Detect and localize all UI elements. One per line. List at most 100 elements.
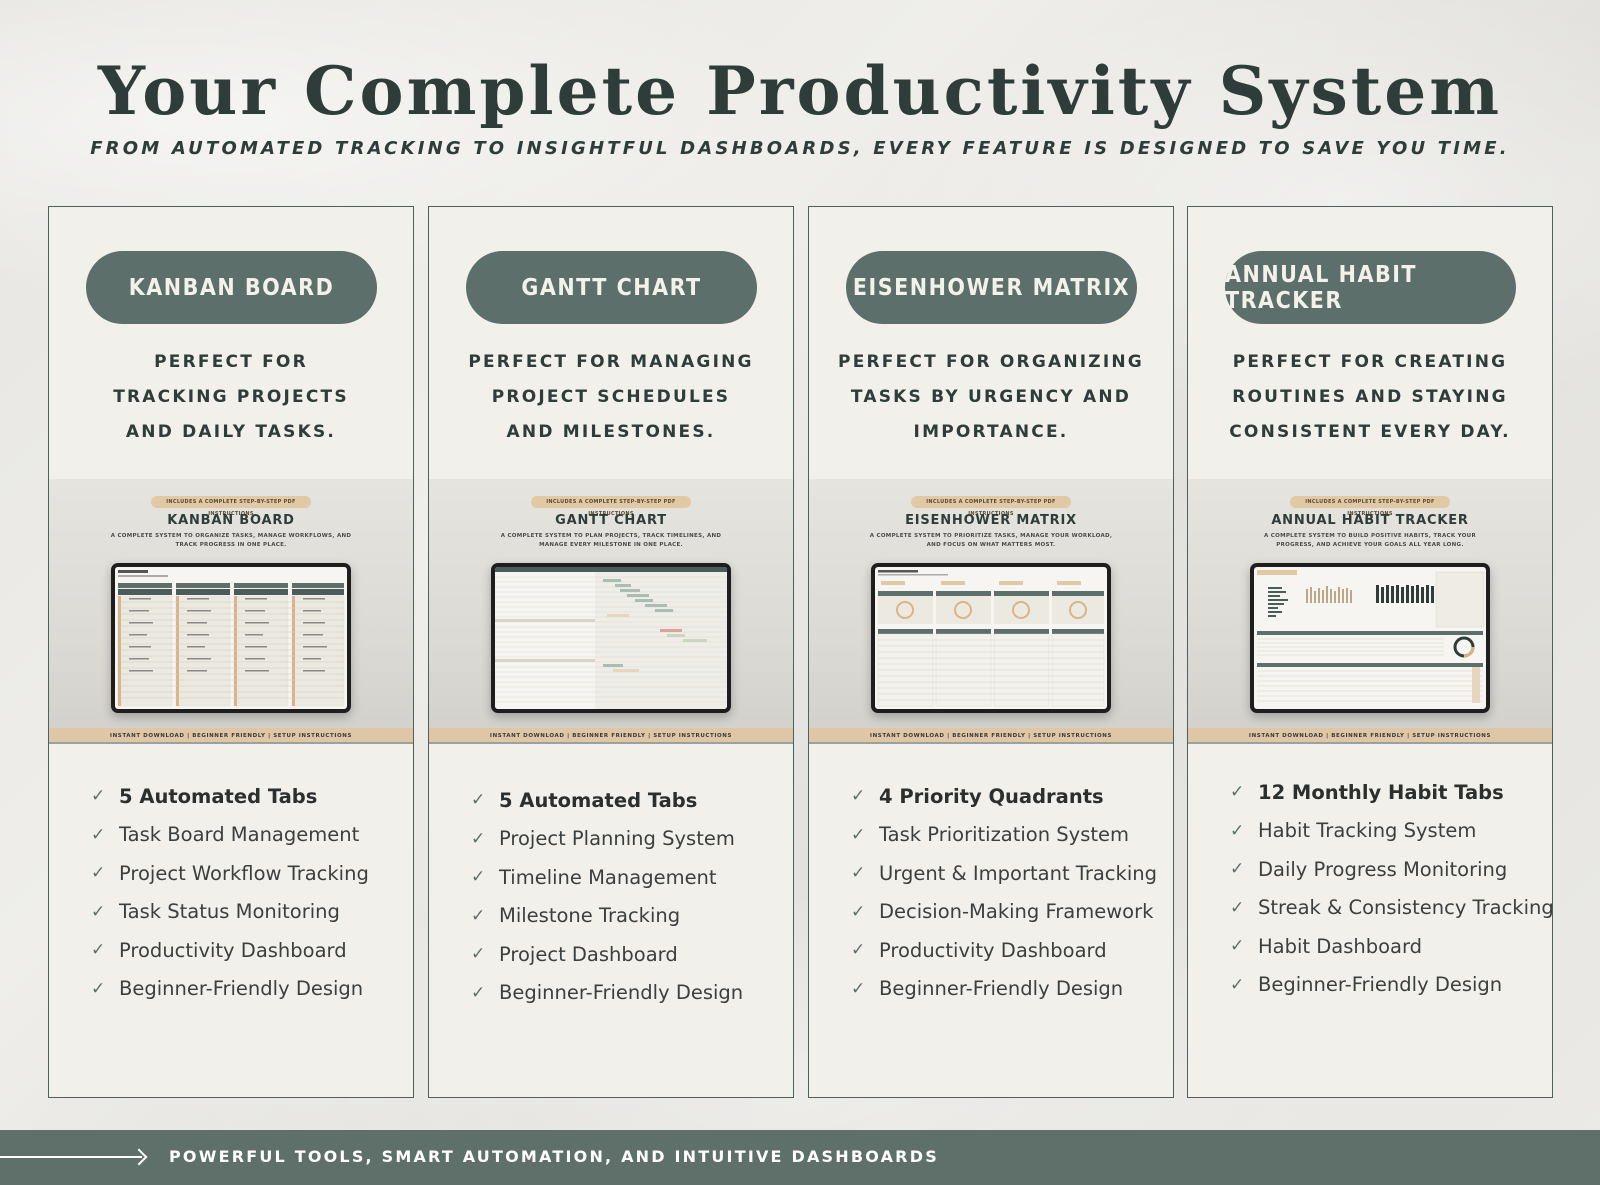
- tablet-mockup: [111, 563, 351, 713]
- desc-line: PERFECT FOR CREATING: [1232, 352, 1508, 372]
- feature-list: ✓4 Priority Quadrants ✓Task Prioritizati…: [851, 777, 1157, 1008]
- card-description: PERFECT FOR ORGANIZING TASKS BY URGENCY …: [809, 345, 1173, 450]
- card-description: PERFECT FOR CREATING ROUTINES AND STAYIN…: [1188, 345, 1552, 450]
- feature-item: ✓Project Dashboard: [471, 942, 678, 966]
- preview-feature-strip: INSTANT DOWNLOAD | BEGINNER FRIENDLY | S…: [1188, 728, 1552, 744]
- preview-title: KANBAN BOARD: [167, 513, 295, 528]
- desc-line: TRACKING PROJECTS: [113, 387, 349, 407]
- preview-subtitle: A COMPLETE SYSTEM TO ORGANIZE TASKS, MAN…: [110, 533, 352, 548]
- feature-item: ✓Habit Dashboard: [1230, 934, 1423, 958]
- feature-item: ✓Daily Progress Monitoring: [1230, 857, 1508, 881]
- card-eisenhower-matrix: EISENHOWER MATRIX PERFECT FOR ORGANIZING…: [808, 206, 1174, 1098]
- desc-line: AND DAILY TASKS.: [125, 422, 337, 442]
- desc-line: ROUTINES AND STAYING: [1232, 387, 1508, 407]
- check-icon: ✓: [851, 786, 866, 807]
- preview-title: GANTT CHART: [555, 513, 667, 528]
- preview-badge: INCLUDES A COMPLETE STEP-BY-STEP PDF INS…: [531, 496, 691, 517]
- desc-line: PERFECT FOR MANAGING: [468, 352, 754, 372]
- desc-line: PERFECT FOR: [154, 352, 308, 372]
- desc-line: PERFECT FOR ORGANIZING: [838, 352, 1144, 372]
- card-title-pill: ANNUAL HABIT TRACKER: [1225, 251, 1516, 324]
- feature-item: ✓Beginner-Friendly Design: [91, 977, 364, 1001]
- check-icon: ✓: [1230, 936, 1245, 957]
- product-preview: INCLUDES A COMPLETE STEP-BY-STEP PDF INS…: [809, 479, 1173, 744]
- preview-title: ANNUAL HABIT TRACKER: [1271, 513, 1469, 528]
- feature-list: ✓5 Automated Tabs ✓Task Board Management…: [91, 777, 369, 1008]
- check-icon: ✓: [1230, 820, 1245, 841]
- feature-item: ✓12 Monthly Habit Tabs: [1230, 780, 1504, 804]
- check-icon: ✓: [471, 867, 486, 888]
- feature-item: ✓Beginner-Friendly Design: [1230, 973, 1503, 997]
- page-subtitle: FROM AUTOMATED TRACKING TO INSIGHTFUL DA…: [90, 138, 1510, 159]
- check-icon: ✓: [91, 863, 106, 884]
- feature-item: ✓Beginner-Friendly Design: [471, 981, 744, 1005]
- feature-item: ✓Task Status Monitoring: [91, 900, 340, 924]
- card-title-pill: EISENHOWER MATRIX: [846, 251, 1137, 324]
- desc-line: PROJECT SCHEDULES: [491, 387, 731, 407]
- desc-line: TASKS BY URGENCY AND: [850, 387, 1132, 407]
- kanban-preview-graphic: [115, 567, 347, 707]
- check-icon: ✓: [851, 978, 866, 999]
- check-icon: ✓: [91, 901, 106, 922]
- feature-item: ✓Task Board Management: [91, 823, 360, 847]
- check-icon: ✓: [91, 978, 106, 999]
- check-icon: ✓: [851, 901, 866, 922]
- preview-subtitle: A COMPLETE SYSTEM TO PLAN PROJECTS, TRAC…: [500, 533, 722, 548]
- feature-item: ✓Beginner-Friendly Design: [851, 977, 1124, 1001]
- preview-subtitle: A COMPLETE SYSTEM TO PRIORITIZE TASKS, M…: [869, 533, 1113, 548]
- feature-item: ✓Productivity Dashboard: [91, 938, 347, 962]
- check-icon: ✓: [91, 824, 106, 845]
- check-icon: ✓: [851, 940, 866, 961]
- check-icon: ✓: [91, 940, 106, 961]
- check-icon: ✓: [1230, 859, 1245, 880]
- preview-badge: INCLUDES A COMPLETE STEP-BY-STEP PDF INS…: [151, 496, 311, 517]
- feature-item: ✓Project Planning System: [471, 827, 735, 851]
- feature-list: ✓12 Monthly Habit Tabs ✓Habit Tracking S…: [1230, 773, 1554, 1004]
- preview-feature-strip: INSTANT DOWNLOAD | BEGINNER FRIENDLY | S…: [49, 728, 413, 744]
- card-title-pill: GANTT CHART: [466, 251, 757, 324]
- check-icon: ✓: [471, 982, 486, 1003]
- card-annual-habit-tracker: ANNUAL HABIT TRACKER PERFECT FOR CREATIN…: [1187, 206, 1554, 1098]
- card-title-pill: KANBAN BOARD: [86, 251, 377, 324]
- page-title: Your Complete Productivity System: [97, 52, 1503, 130]
- preview-subtitle: A COMPLETE SYSTEM TO BUILD POSITIVE HABI…: [1264, 533, 1476, 548]
- check-icon: ✓: [471, 905, 486, 926]
- tablet-mockup: [871, 563, 1111, 713]
- arrow-head-icon: [130, 1148, 148, 1166]
- feature-item: ✓Urgent & Important Tracking: [851, 861, 1157, 885]
- feature-item: ✓Streak & Consistency Tracking: [1230, 896, 1554, 920]
- product-preview: INCLUDES A COMPLETE STEP-BY-STEP PDF INS…: [1188, 479, 1552, 744]
- feature-item: ✓Project Workflow Tracking: [91, 861, 369, 885]
- feature-item: ✓Timeline Management: [471, 865, 717, 889]
- card-description: PERFECT FOR MANAGING PROJECT SCHEDULES A…: [429, 345, 793, 450]
- arrow-right-icon: [0, 1156, 142, 1158]
- check-icon: ✓: [1230, 974, 1245, 995]
- check-icon: ✓: [1230, 782, 1245, 803]
- footer-tagline: POWERFUL TOOLS, SMART AUTOMATION, AND IN…: [169, 1147, 939, 1166]
- kanban-screenshot: [115, 567, 347, 709]
- feature-list: ✓5 Automated Tabs ✓Project Planning Syst…: [471, 781, 743, 1012]
- feature-item: ✓Productivity Dashboard: [851, 938, 1107, 962]
- preview-title: EISENHOWER MATRIX: [905, 513, 1077, 528]
- preview-feature-strip: INSTANT DOWNLOAD | BEGINNER FRIENDLY | S…: [809, 728, 1173, 744]
- eisenhower-preview-graphic: [877, 570, 1105, 707]
- tablet-mockup: [491, 563, 731, 713]
- desc-line: AND MILESTONES.: [506, 422, 716, 442]
- check-icon: ✓: [471, 828, 486, 849]
- gantt-screenshot: [495, 567, 727, 709]
- habit-preview-graphic: [1257, 570, 1485, 703]
- preview-badge: INCLUDES A COMPLETE STEP-BY-STEP PDF INS…: [911, 496, 1071, 517]
- feature-item: ✓Milestone Tracking: [471, 904, 681, 928]
- tablet-mockup: [1250, 563, 1490, 713]
- desc-line: CONSISTENT EVERY DAY.: [1229, 422, 1511, 442]
- preview-badge: INCLUDES A COMPLETE STEP-BY-STEP PDF INS…: [1290, 496, 1450, 517]
- product-preview: INCLUDES A COMPLETE STEP-BY-STEP PDF INS…: [49, 479, 413, 744]
- feature-item: ✓5 Automated Tabs: [471, 788, 698, 812]
- check-icon: ✓: [851, 863, 866, 884]
- footer-banner: POWERFUL TOOLS, SMART AUTOMATION, AND IN…: [0, 1130, 1600, 1185]
- card-kanban-board: KANBAN BOARD PERFECT FOR TRACKING PROJEC…: [48, 206, 414, 1098]
- desc-line: IMPORTANCE.: [913, 422, 1069, 442]
- habit-tracker-screenshot: [1254, 567, 1486, 709]
- feature-item: ✓5 Automated Tabs: [91, 784, 318, 808]
- feature-item: ✓Task Prioritization System: [851, 823, 1130, 847]
